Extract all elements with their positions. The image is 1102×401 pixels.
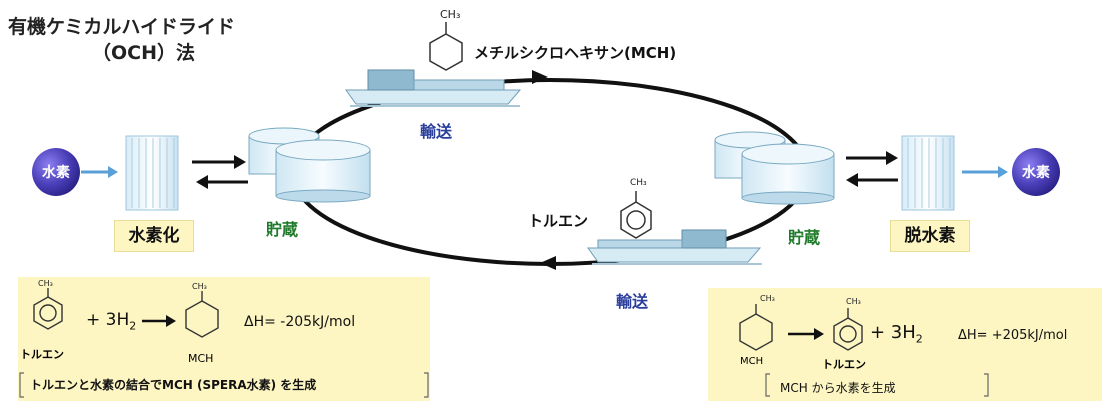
left-toluene-label: トルエン xyxy=(20,348,64,361)
mch-name-top: メチルシクロヘキサン(MCH) xyxy=(474,44,677,62)
toluene-name-mid: トルエン xyxy=(528,212,589,230)
right-delta-h: ΔH= +205kJ/mol xyxy=(958,328,1068,343)
dehydrogenation-equation-panel xyxy=(708,288,1102,401)
storage-left-label: 貯蔵 xyxy=(266,220,299,239)
left-ch3-a: CH₃ xyxy=(38,279,53,288)
transport-top-label: 輸送 xyxy=(420,122,453,141)
toluene-molecule-mid xyxy=(620,191,652,239)
toluene-ring-right xyxy=(833,317,863,351)
hydrogenation-reactor xyxy=(125,135,179,211)
dehydrogenation-label: 脱水素 xyxy=(890,220,970,252)
cycle-arrowhead-bottom xyxy=(540,256,556,270)
storage-right-label: 貯蔵 xyxy=(788,228,821,247)
left-mch-label: MCH xyxy=(188,352,214,365)
hydrogen-ball-left xyxy=(32,148,80,196)
hydrogenation-equation-graphic xyxy=(19,288,429,398)
diagram-title: 有機ケミカルハイドライド （OCH）法 xyxy=(8,14,235,66)
mch-ring-right xyxy=(739,313,773,351)
storage-tanks-right xyxy=(714,131,835,205)
right-panel-note: MCH から水素を生成 xyxy=(780,381,896,395)
toluene-ring-left xyxy=(33,296,63,330)
mch-ring-left xyxy=(185,300,219,338)
right-mch-label: MCH xyxy=(740,356,764,367)
hydrogenation-label: 水素化 xyxy=(114,220,194,252)
dehydrogenation-equation-graphic xyxy=(739,304,989,397)
left-plus-3h2: + 3H2 xyxy=(86,310,137,333)
dehydrogenation-reactor xyxy=(901,135,955,211)
title-line2: （OCH）法 xyxy=(92,42,195,64)
storage-tanks-left xyxy=(248,127,371,203)
transport-bottom-label: 輸送 xyxy=(616,292,649,311)
title-line1: 有機ケミカルハイドライド xyxy=(8,16,236,38)
hydrogenation-equation-panel xyxy=(18,277,430,401)
right-ch3-a: CH₃ xyxy=(760,294,775,303)
tanker-ship-bottom xyxy=(587,229,762,265)
ch3-label-top: CH₃ xyxy=(440,8,461,21)
right-plus-3h2: + 3H2 xyxy=(870,322,923,346)
left-panel-note: トルエンと水素の結合でMCH (SPERA水素) を生成 xyxy=(30,378,317,392)
cycle-arrowhead-top xyxy=(532,70,548,84)
mch-molecule-top xyxy=(429,22,463,71)
tanker-ship-top xyxy=(345,69,522,107)
left-delta-h: ΔH= -205kJ/mol xyxy=(244,314,356,330)
hydrogen-ball-right xyxy=(1012,148,1060,196)
right-toluene-label: トルエン xyxy=(822,358,866,371)
left-ch3-b: CH₃ xyxy=(192,282,207,291)
right-ch3-b: CH₃ xyxy=(846,297,861,306)
hydrogen-left-label: 水素 xyxy=(42,165,70,181)
ch3-label-mid: CH₃ xyxy=(630,178,647,188)
hydrogen-right-label: 水素 xyxy=(1022,165,1050,181)
